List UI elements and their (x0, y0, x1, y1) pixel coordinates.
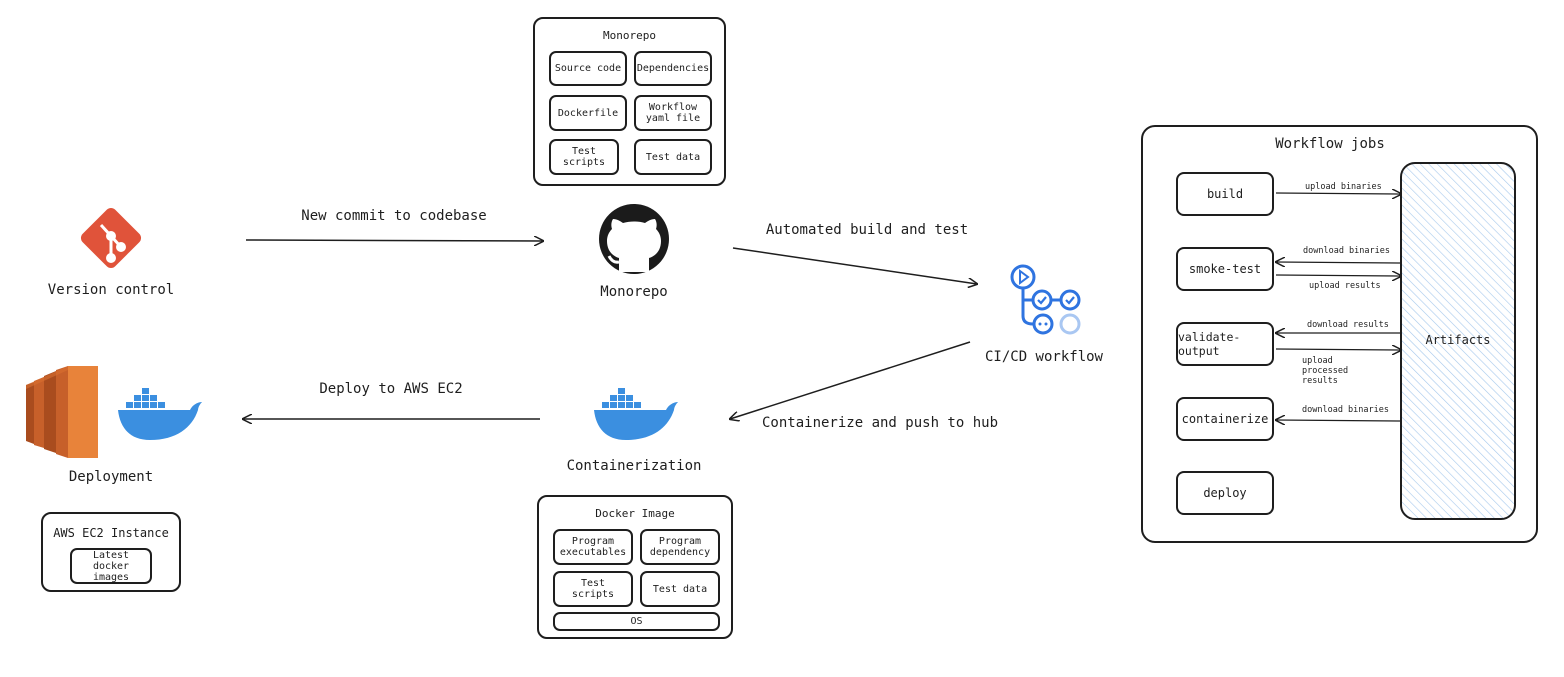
commit-edge-label: New commit to codebase (301, 208, 487, 224)
latest-docker-images-item: Latest docker images (70, 548, 152, 584)
program-executables-item: Program executables (553, 529, 633, 565)
git-branch-glyph (99, 223, 126, 263)
containerize-edge-label: Containerize and push to hub (762, 415, 999, 431)
docker-image-box: Docker Image Program executables Program… (537, 495, 733, 639)
arrow-download-binaries-1 (1276, 262, 1402, 263)
job-deploy: deploy (1176, 471, 1274, 515)
source-code-item: Source code (549, 51, 627, 86)
docker-image-box-title: Docker Image (595, 507, 675, 520)
docker-icon-deployment (118, 388, 202, 440)
artifacts-label: Artifacts (1425, 333, 1491, 347)
arrow-build-test (732, 247, 977, 284)
test-scripts-item: Test scripts (549, 139, 619, 175)
arrow-commit (245, 240, 543, 241)
arrow-download-binaries-2 (1276, 420, 1402, 421)
arrow-containerize (730, 341, 971, 419)
docker-icon (594, 388, 678, 440)
program-dependency-item: Program dependency (640, 529, 720, 565)
flow-download-binaries-1: download binaries (1303, 246, 1390, 256)
monorepo-box: Monorepo Source code Dependencies Docker… (533, 17, 726, 186)
aws-ec2-box: AWS EC2 Instance Latest docker images (41, 512, 181, 592)
flow-upload-processed: upload processed results (1302, 356, 1349, 386)
monorepo-label: Monorepo (600, 284, 668, 300)
build-test-edge-label: Automated build and test (765, 222, 969, 238)
arrow-upload-binaries (1275, 193, 1401, 194)
deployment-label: Deployment (68, 469, 154, 485)
arrow-upload-results (1275, 275, 1401, 276)
version-control-label: Version control (47, 282, 175, 298)
test-data-image-item: Test data (640, 571, 720, 607)
workflow-yaml-item: Workflow yaml file (634, 95, 712, 131)
workflow-jobs-title: Workflow jobs (1275, 136, 1385, 152)
arrow-upload-processed (1275, 349, 1401, 350)
job-validate-output: validate-output (1176, 322, 1274, 366)
aws-ec2-box-title: AWS EC2 Instance (53, 526, 169, 540)
monorepo-box-title: Monorepo (603, 29, 656, 42)
containerization-label: Containerization (566, 458, 702, 474)
dependencies-item: Dependencies (634, 51, 712, 86)
artifacts-fill (1400, 162, 1516, 520)
test-data-item: Test data (634, 139, 712, 175)
job-containerize: containerize (1176, 397, 1274, 441)
deploy-edge-label: Deploy to AWS EC2 (319, 381, 463, 397)
flow-upload-results: upload results (1309, 281, 1381, 291)
flow-upload-binaries: upload binaries (1305, 182, 1382, 192)
cicd-label: CI/CD workflow (984, 349, 1103, 365)
workflow-jobs-box (1141, 125, 1538, 543)
github-icon (599, 204, 669, 274)
job-smoke-test: smoke-test (1176, 247, 1274, 291)
job-build: build (1176, 172, 1274, 216)
os-item: OS (553, 612, 720, 631)
github-actions-icon (1010, 264, 1081, 335)
flow-download-binaries-2: download binaries (1302, 405, 1389, 415)
dockerfile-item: Dockerfile (549, 95, 627, 131)
flow-download-results: download results (1307, 320, 1389, 330)
aws-ec2-icon (26, 366, 98, 458)
test-scripts-image-item: Test scripts (553, 571, 633, 607)
